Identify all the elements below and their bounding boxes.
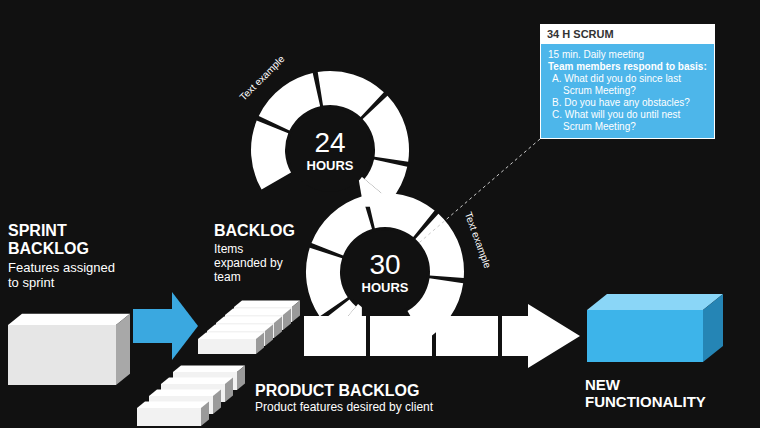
- time-circle: 24HOURS: [288, 108, 372, 192]
- box-top: [149, 390, 221, 396]
- new-functionality: NEW FUNCTIONALITY: [585, 290, 730, 415]
- leader-line: [419, 139, 540, 243]
- node-text: HOURS: [362, 280, 409, 295]
- box-side: [201, 402, 209, 426]
- box-side: [225, 378, 233, 402]
- product-stack: [135, 362, 255, 428]
- arrowhead: [528, 304, 580, 368]
- connector: [133, 292, 198, 360]
- node-text: Team members respond to basis:: [541, 61, 714, 73]
- box-top: [234, 301, 300, 307]
- time-circle: 30HOURS: [343, 230, 427, 314]
- box-side: [703, 294, 723, 362]
- connector: [419, 139, 540, 243]
- node-heading: NEW FUNCTIONALITY: [585, 376, 725, 410]
- box-side: [213, 390, 221, 414]
- box-front: [587, 310, 703, 362]
- box-top: [137, 402, 209, 408]
- flow-band: [304, 316, 530, 356]
- box-top: [587, 294, 723, 310]
- box-top: [173, 366, 245, 372]
- node-text: A. What did you do since last Scrum Meet…: [541, 73, 714, 97]
- product-backlog: PRODUCT BACKLOGProduct features desired …: [135, 362, 435, 428]
- arrowhead: [172, 292, 198, 360]
- text-label: Text example: [463, 210, 493, 269]
- box-top: [161, 378, 233, 384]
- node-text: Product features desired by client: [255, 400, 435, 414]
- box-side: [274, 317, 282, 338]
- cycle-ring: [323, 210, 447, 326]
- node-heading: SPRINT BACKLOG: [8, 222, 135, 258]
- box-side: [116, 314, 130, 385]
- backlog-stack: [196, 222, 306, 357]
- box-side: [292, 301, 300, 322]
- box-top: [198, 333, 264, 339]
- node-heading: PRODUCT BACKLOG: [255, 382, 435, 400]
- box-top: [8, 314, 130, 325]
- box-top: [207, 325, 273, 331]
- box-front: [198, 339, 256, 354]
- box-top: [216, 317, 282, 323]
- box-front: [8, 325, 116, 385]
- box-side: [256, 333, 264, 354]
- node-heading: 34 H SCRUM: [541, 25, 714, 44]
- node-text: 15 min. Daily meeting: [541, 44, 714, 61]
- backlog: BACKLOG Items expanded by team: [196, 222, 304, 357]
- box-side: [265, 325, 273, 346]
- functionality-box: [585, 290, 730, 370]
- node-text: HOURS: [307, 158, 354, 173]
- box-front: [137, 408, 201, 426]
- node-heading: 30: [369, 250, 400, 280]
- node-text: C. What will you do until nest Scrum Mee…: [541, 109, 714, 138]
- box-side: [283, 309, 291, 330]
- node-heading: 24: [314, 128, 345, 158]
- flow-arrow: [133, 309, 172, 343]
- scrum-callout: 34 H SCRUM15 min. Daily meetingTeam memb…: [540, 24, 715, 139]
- sprint-backlog: SPRINT BACKLOGFeatures assigned to sprin…: [8, 222, 135, 387]
- node-text: Items expanded by team: [196, 242, 286, 284]
- text-label: Text example: [237, 53, 286, 102]
- node-heading: BACKLOG: [196, 222, 304, 240]
- node-text: Features assigned to sprint: [8, 260, 128, 290]
- box-top: [225, 309, 291, 315]
- box-side: [237, 366, 245, 390]
- node-text: B. Do you have any obstacles?: [541, 97, 714, 109]
- connector: [304, 304, 580, 368]
